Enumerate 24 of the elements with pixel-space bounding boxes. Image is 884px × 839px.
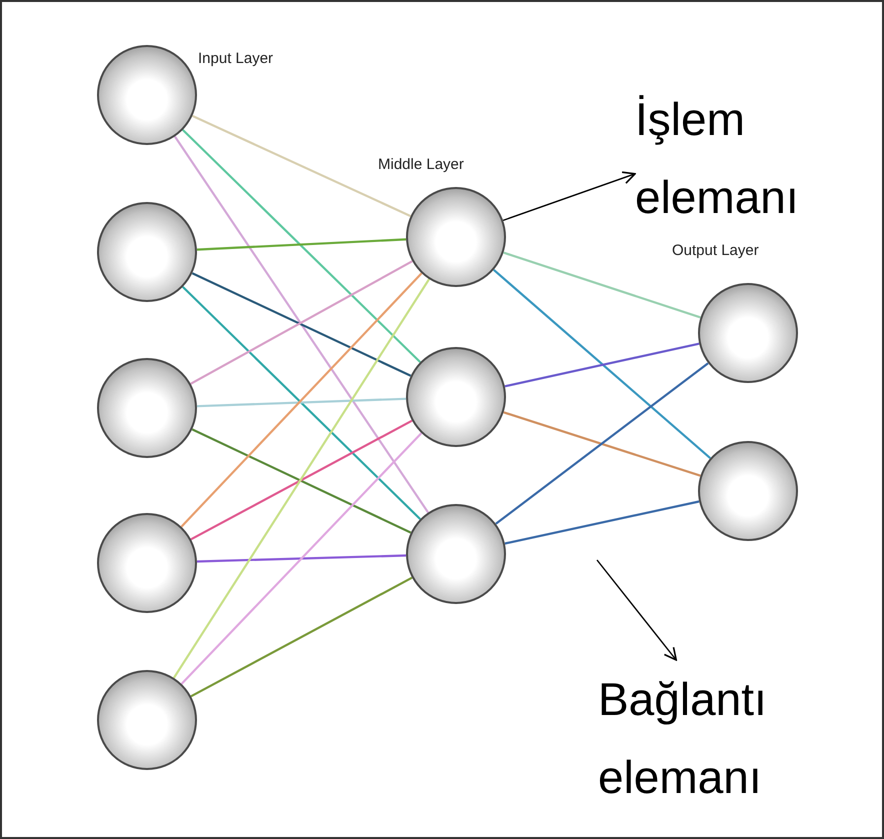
layer-label: Middle Layer: [378, 156, 464, 173]
connection-line: [180, 432, 422, 685]
connection-line: [190, 576, 413, 698]
connection-line: [190, 260, 413, 385]
layer-label: Input Layer: [198, 50, 274, 67]
connection-line: [192, 114, 412, 218]
connection-line: [196, 554, 406, 563]
callout-text: İşlem elemanı: [635, 80, 835, 236]
connection-line: [196, 238, 406, 251]
connection-line: [182, 129, 421, 363]
connection-line: [492, 268, 712, 460]
connection-line: [503, 252, 701, 318]
connection-line: [172, 278, 430, 678]
connection-line: [192, 272, 412, 377]
callout-text: Bağlantı elemanı: [598, 660, 778, 816]
layer-label: Output Layer: [672, 242, 759, 259]
connection-line: [495, 362, 709, 525]
connection-line: [503, 411, 701, 477]
arrow: [596, 560, 678, 661]
connection-line: [504, 500, 700, 545]
connection-line: [504, 342, 700, 388]
connection-line: [174, 136, 430, 514]
connection-line: [196, 398, 406, 408]
arrow: [502, 171, 636, 222]
